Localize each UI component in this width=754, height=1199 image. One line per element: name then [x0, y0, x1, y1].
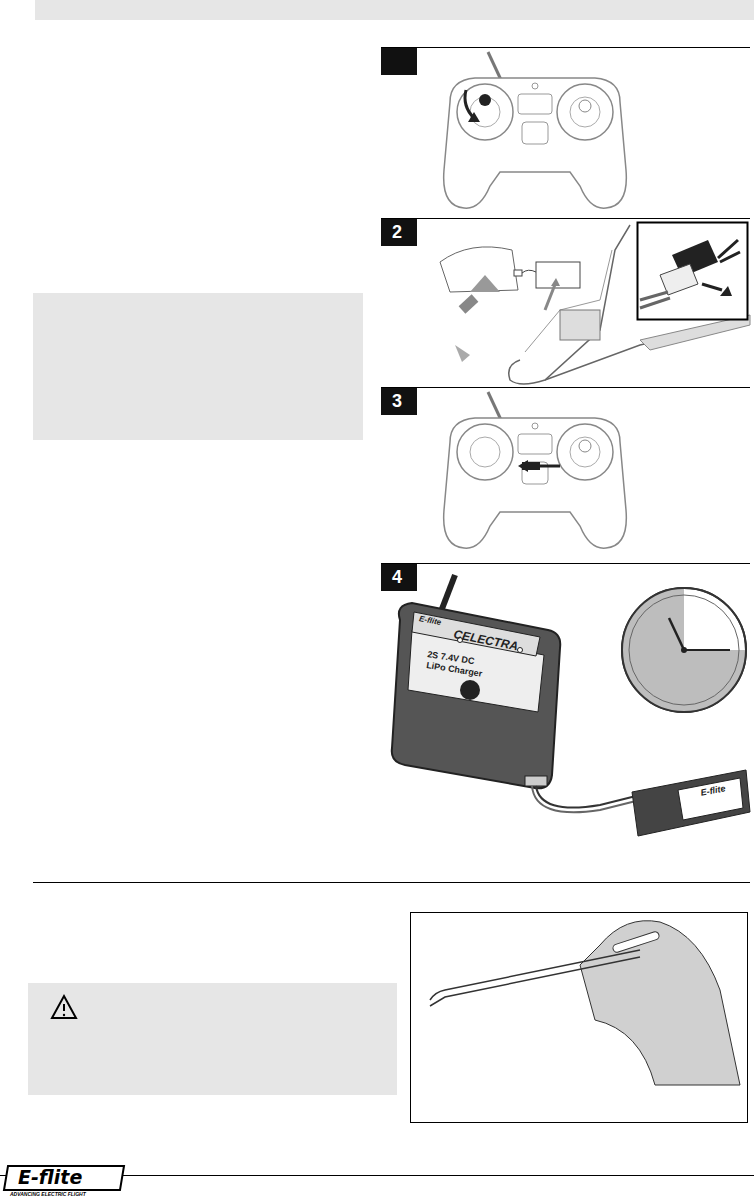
step-number: 3 — [392, 392, 402, 410]
step-number: 4 — [392, 568, 402, 586]
step-number: 2 — [392, 223, 402, 241]
brand-logo: E-flite — [18, 1168, 82, 1187]
brand-tagline: ADVANCING ELECTRIC FLIGHT — [10, 1192, 86, 1197]
